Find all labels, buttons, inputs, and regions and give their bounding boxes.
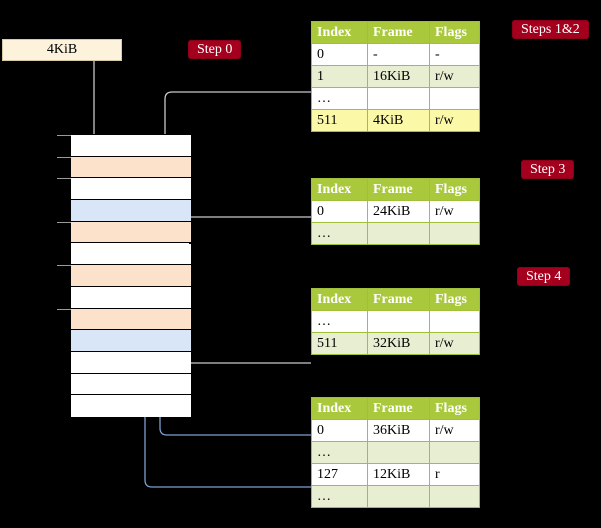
table-cell — [367, 310, 430, 333]
table-cell: … — [311, 441, 368, 464]
memory-frame-row — [71, 265, 191, 287]
table-cell: 511 — [311, 332, 368, 355]
memory-frame-row — [71, 330, 191, 352]
table-header-cell: Frame — [367, 288, 430, 311]
badge-steps-1-2: Steps 1&2 — [512, 20, 589, 39]
table-cell: … — [311, 485, 368, 508]
table-row: … — [311, 310, 480, 333]
table-cell: … — [311, 87, 368, 110]
physical-memory-column — [57, 134, 191, 418]
memory-frame-row — [71, 156, 191, 179]
table-cell: r/w — [429, 419, 480, 442]
table-cell — [429, 310, 480, 333]
table-cell: 511 — [311, 109, 368, 132]
table-cell: 4KiB — [367, 109, 430, 132]
memory-row-tick — [57, 265, 71, 267]
table-row: … — [311, 87, 480, 110]
memory-frame-row — [71, 200, 191, 222]
memory-row-tick — [57, 308, 71, 310]
table-cell — [429, 485, 480, 508]
table-row: … — [311, 222, 480, 245]
table-cell — [367, 441, 430, 464]
table-cell: … — [311, 310, 368, 333]
table-cell: … — [311, 222, 368, 245]
table-header-cell: Index — [311, 288, 368, 311]
table-header-cell: Index — [311, 397, 368, 420]
table-cell: 16KiB — [367, 65, 430, 88]
memory-row-tick — [57, 178, 71, 180]
table-cell: 36KiB — [367, 419, 430, 442]
memory-frame-row — [71, 178, 191, 201]
table-cell — [429, 222, 480, 245]
badge-step-3: Step 3 — [521, 160, 575, 179]
table-row: … — [311, 485, 480, 508]
frame-box-4kib: 4KiB — [2, 39, 122, 61]
table-cell: r/w — [429, 332, 480, 355]
table-header-cell: Flags — [429, 21, 480, 44]
memory-row-tick — [57, 135, 71, 136]
table-header-cell: Frame — [367, 397, 430, 420]
table-header-cell: Index — [311, 21, 368, 44]
table-cell: 1 — [311, 65, 368, 88]
table-header-cell: Index — [311, 178, 368, 201]
badge-step-4: Step 4 — [517, 267, 571, 286]
memory-row-tick — [57, 156, 71, 158]
table-cell — [367, 485, 430, 508]
table-cell: 0 — [311, 43, 368, 66]
memory-frame-row — [71, 373, 191, 396]
memory-frame-row — [71, 243, 191, 266]
memory-row-tick — [57, 221, 71, 223]
table-header-cell: Flags — [429, 288, 480, 311]
badge-step-0: Step 0 — [188, 40, 242, 59]
table-cell — [429, 87, 480, 110]
memory-frame-row — [71, 308, 191, 331]
table-cell: 32KiB — [367, 332, 430, 355]
memory-frame-row — [71, 135, 191, 157]
table-cell: 127 — [311, 463, 368, 486]
table-cell: r/w — [429, 200, 480, 223]
table-cell: r/w — [429, 109, 480, 132]
table-cell: - — [367, 43, 430, 66]
table-cell: 0 — [311, 200, 368, 223]
memory-frame-row — [71, 395, 191, 418]
table-header-cell: Flags — [429, 397, 480, 420]
table-cell: - — [429, 43, 480, 66]
frame-box-label: 4KiB — [46, 42, 78, 57]
table-cell: 0 — [311, 419, 368, 442]
table-cell — [367, 222, 430, 245]
table-cell: 24KiB — [367, 200, 430, 223]
table-cell — [367, 87, 430, 110]
memory-frame-row — [71, 286, 191, 309]
link-l2-to-memory — [178, 288, 311, 364]
memory-frame-row — [71, 221, 191, 244]
table-cell: 12KiB — [367, 463, 430, 486]
table-header-cell: Flags — [429, 178, 480, 201]
table-cell — [429, 441, 480, 464]
table-cell: r/w — [429, 65, 480, 88]
memory-frame-row — [71, 352, 191, 374]
table-header-cell: Frame — [367, 21, 430, 44]
table-header-cell: Frame — [367, 178, 430, 201]
link-l3-to-memory — [178, 216, 311, 248]
table-row: 0-- — [311, 43, 480, 66]
table-cell: r — [429, 463, 480, 486]
table-row: … — [311, 441, 480, 464]
